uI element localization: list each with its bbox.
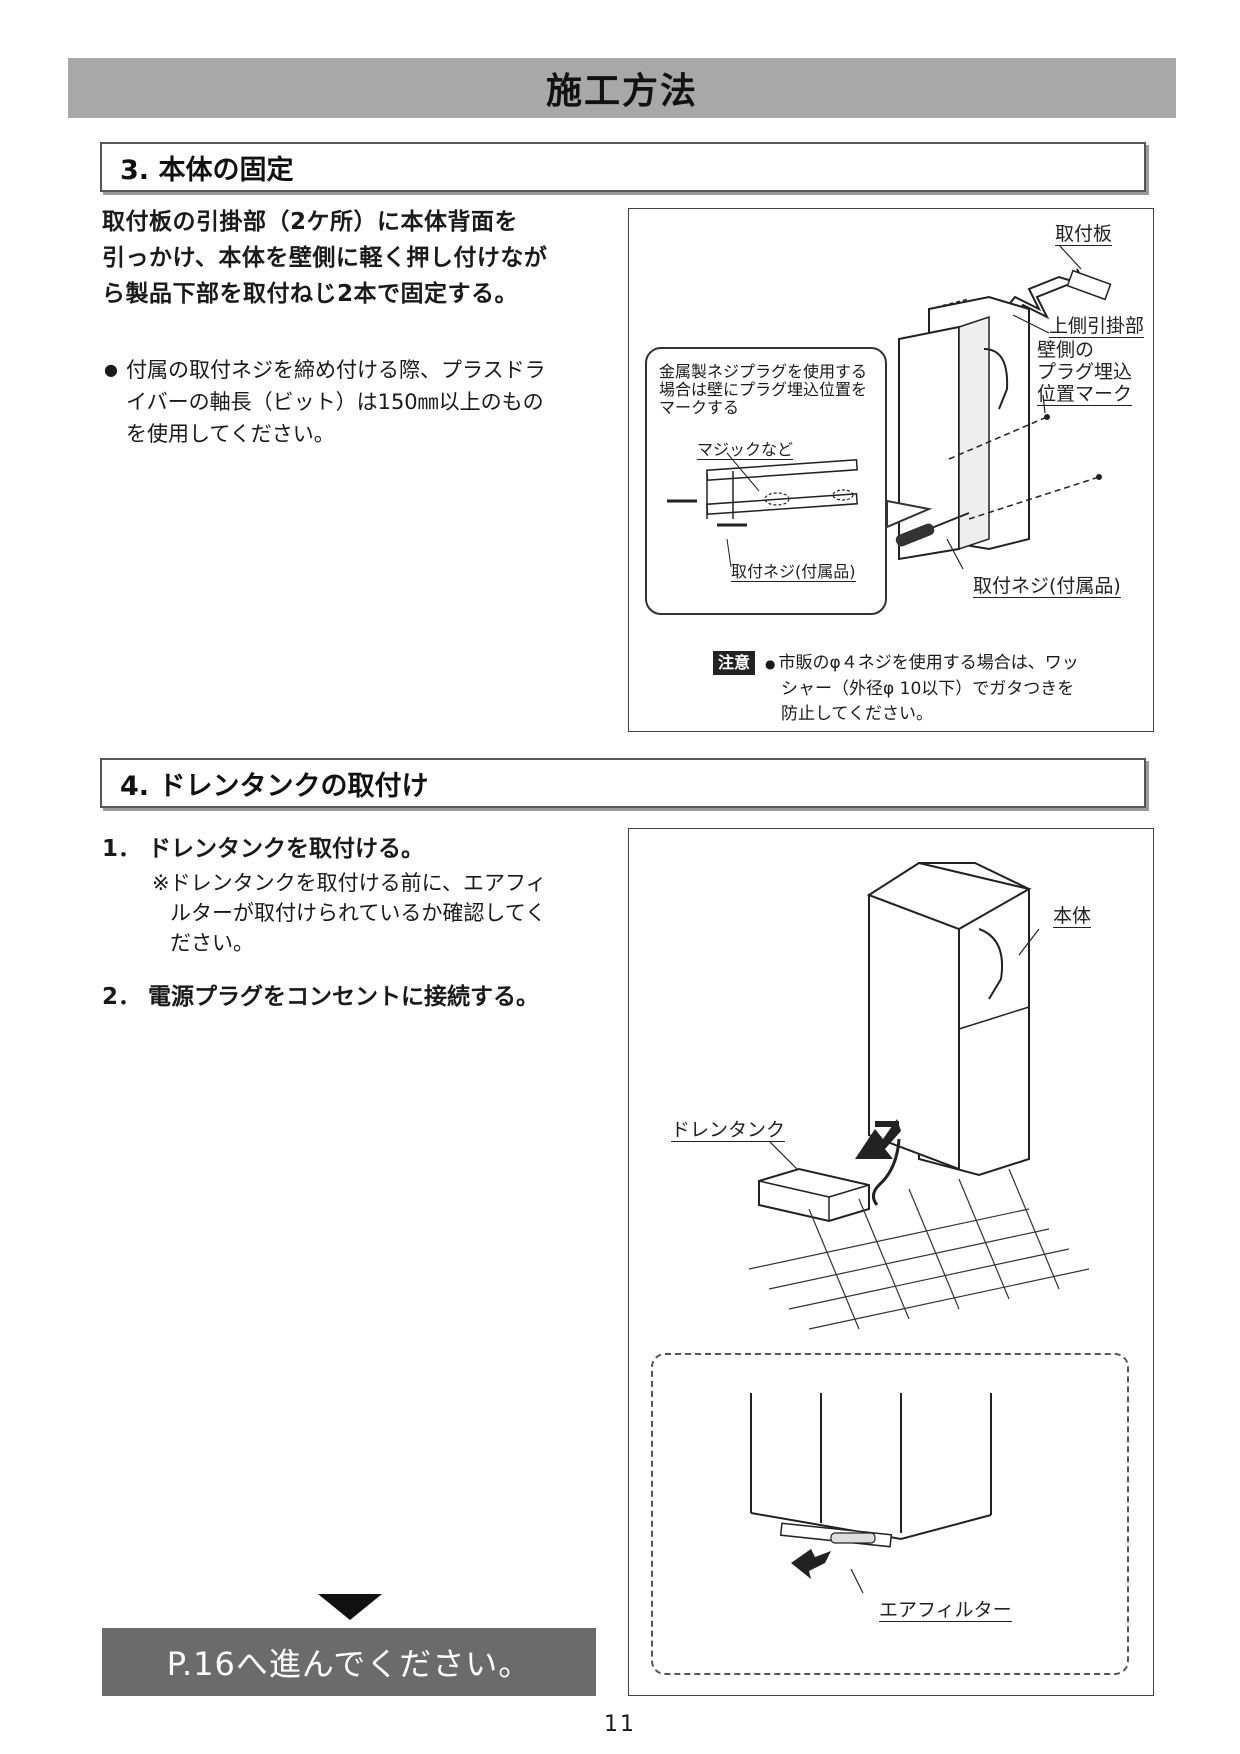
section-4-title-bar: 4. ドレンタンクの取付け xyxy=(100,758,1146,808)
instruction-line: ら製品下部を取付ねじ2本で固定する。 xyxy=(102,281,519,307)
note-line: イバーの軸長（ビット）は150㎜以上のもの xyxy=(126,390,544,414)
screwdriver-note: ● 付属の取付ネジを締め付ける際、プラスドラ イバーの軸長（ビット）は150㎜以… xyxy=(104,354,604,450)
label-drain-tank: ドレンタンク xyxy=(671,1119,786,1142)
page-header: 施工方法 xyxy=(68,58,1176,118)
step-number: 2． xyxy=(102,984,142,1010)
label-upper-hook: 上側引掛部 xyxy=(1049,315,1145,338)
arrow-down-icon xyxy=(318,1594,382,1620)
caution-line: 市販のφ４ネジを使用する場合は、ワッ xyxy=(778,653,1079,673)
bullet-icon: ● xyxy=(765,657,776,671)
section-3-instructions: 取付板の引掛部（2ケ所）に本体背面を 引っかけ、本体を壁側に軽く押し付けなが ら… xyxy=(102,204,602,312)
next-page-banner: P.16へ進んでください。 xyxy=(102,1628,596,1696)
drain-tank-figure: 本体 ドレンタンク エアフィルター xyxy=(628,828,1154,1696)
label-body: 本体 xyxy=(1053,905,1092,928)
next-page-text: P.16へ進んでください。 xyxy=(166,1645,532,1683)
note-line: ※ドレンタンクを取付ける前に、エアフィ xyxy=(152,871,547,895)
filter-check-note: ※ドレンタンクを取付ける前に、エアフィ ルターが取付けられているか確認してく だ… xyxy=(152,868,602,958)
mounting-figure: 取付板 上側引掛部 壁側の プラグ埋込 位置マーク 取付ネジ(付属品) 金属製ネ… xyxy=(628,208,1154,732)
step-2: 2．電源プラグをコンセントに接続する。 xyxy=(102,982,612,1012)
section-4-title: 4. ドレンタンクの取付け xyxy=(120,770,429,802)
note-line: ルターが取付けられているか確認してく xyxy=(170,901,547,925)
callout-line: 場合は壁にプラグ埋込位置を xyxy=(659,380,868,399)
page-title: 施工方法 xyxy=(545,71,698,112)
filter-detail-box xyxy=(651,1353,1129,1675)
note-line: 付属の取付ネジを締め付ける際、プラスドラ xyxy=(126,358,546,382)
caution-badge: 注意 xyxy=(713,651,756,675)
caution-line: シャー（外径φ 10以下）でガタつきを xyxy=(781,679,1075,699)
instruction-line: 引っかけ、本体を壁側に軽く押し付けなが xyxy=(102,245,548,271)
label-callout-screw: 取付ネジ(付属品) xyxy=(731,562,856,582)
step-1: 1．ドレンタンクを取付ける。 xyxy=(102,834,612,864)
caution-line: 防止してください。 xyxy=(781,704,933,724)
note-line: ださい。 xyxy=(170,931,254,955)
mounting-illustration xyxy=(886,244,1112,570)
label-wall-plug-mark: 壁側の プラグ埋込 位置マーク xyxy=(1037,339,1133,406)
instruction-line: 取付板の引掛部（2ケ所）に本体背面を xyxy=(102,209,519,235)
bullet-icon: ● xyxy=(104,360,118,379)
callout-description: 金属製ネジプラグを使用する 場合は壁にプラグ埋込位置を マークする xyxy=(659,363,889,417)
label-air-filter: エアフィルター xyxy=(879,1599,1012,1622)
step-number: 1． xyxy=(102,836,142,862)
section-3-title-bar: 3. 本体の固定 xyxy=(100,142,1146,192)
step-text: 電源プラグをコンセントに接続する。 xyxy=(148,984,539,1010)
label-line: 壁側の xyxy=(1037,339,1095,361)
callout-line: 金属製ネジプラグを使用する xyxy=(659,362,868,381)
label-screw: 取付ネジ(付属品) xyxy=(973,575,1121,598)
caution-note: 注意 ●市販のφ４ネジを使用する場合は、ワッ シャー（外径φ 10以下）でガタつ… xyxy=(713,651,1153,727)
callout-illustration xyxy=(667,452,858,568)
callout-line: マークする xyxy=(659,398,740,417)
page-number: 11 xyxy=(604,1712,636,1737)
drain-tank-illustration xyxy=(748,861,1090,1594)
label-mounting-plate: 取付板 xyxy=(1055,223,1113,246)
label-marker: マジックなど xyxy=(697,440,794,460)
plug-mark-callout: 金属製ネジプラグを使用する 場合は壁にプラグ埋込位置を マークする マジックなど… xyxy=(645,347,887,615)
section-3-title: 3. 本体の固定 xyxy=(120,154,294,186)
note-line: を使用してください。 xyxy=(126,422,335,446)
step-text: ドレンタンクを取付ける。 xyxy=(148,836,424,862)
label-line: 位置マーク xyxy=(1037,383,1133,406)
label-line: プラグ埋込 xyxy=(1037,361,1133,383)
